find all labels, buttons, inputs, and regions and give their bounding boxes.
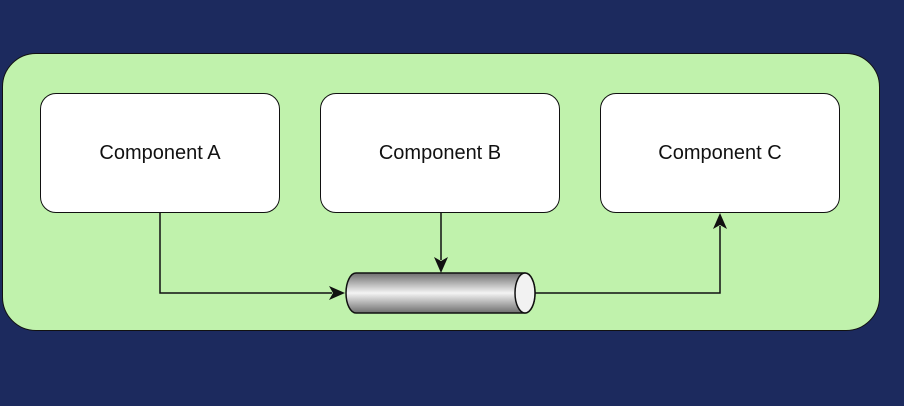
component-c-box[interactable]: Component C	[600, 93, 840, 213]
component-c-label: Component C	[658, 141, 782, 164]
component-b-box[interactable]: Component B	[320, 93, 560, 213]
component-a-box[interactable]: Component A	[40, 93, 280, 213]
component-a-label: Component A	[99, 141, 221, 164]
component-b-label: Component B	[378, 141, 502, 164]
